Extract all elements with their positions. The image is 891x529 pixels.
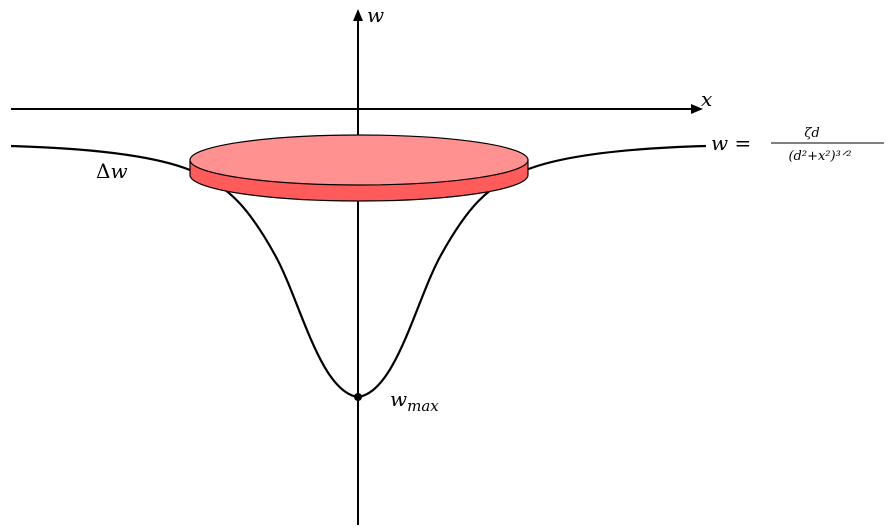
- delta-symbol: Δ: [96, 159, 110, 183]
- w-axis-label: w: [367, 3, 384, 27]
- w-max-point: [354, 393, 362, 401]
- w-max-base: w: [390, 387, 407, 411]
- formula: w = ζd (d²+x²)³ᐟ²: [711, 126, 884, 164]
- formula-denominator: (d²+x²)³ᐟ²: [788, 149, 851, 164]
- w-max-label: wmax: [390, 387, 439, 415]
- formula-lhs: w =: [711, 131, 751, 155]
- disk-top: [189, 134, 529, 186]
- delta-w-label: Δw: [96, 159, 128, 183]
- x-axis-label: x: [701, 87, 712, 111]
- delta-w-variable: w: [110, 159, 127, 183]
- formula-numerator: ζd: [804, 126, 819, 141]
- w-max-subscript: max: [407, 397, 439, 415]
- disk: [189, 134, 529, 202]
